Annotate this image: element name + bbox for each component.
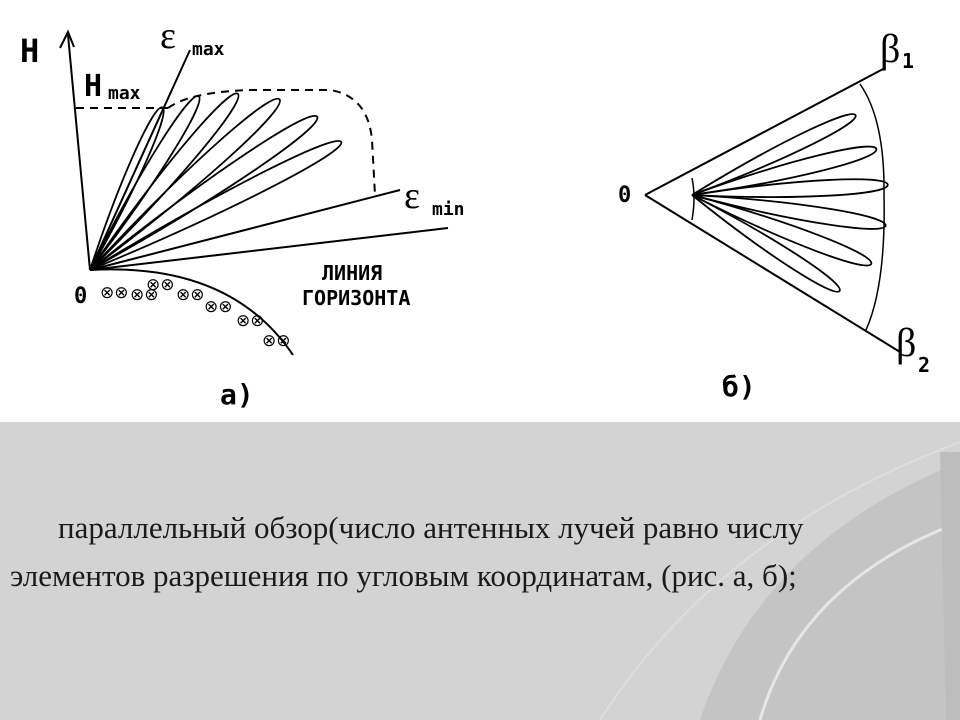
h-axis bbox=[67, 34, 91, 271]
hmax-label: H bbox=[84, 69, 102, 104]
beam-lobe-a bbox=[89, 97, 281, 271]
origin-label-b: 0 bbox=[618, 183, 631, 208]
beam-lobe-b bbox=[691, 194, 873, 267]
hatch-mark: ⊗⊗ bbox=[176, 285, 205, 305]
eps-max-line bbox=[89, 49, 191, 271]
h-axis-label: H bbox=[20, 32, 39, 70]
horizon-label-line2: ГОРИЗОНТА bbox=[302, 286, 410, 310]
beta1-sub: 1 bbox=[902, 49, 914, 73]
beam-lobe-b bbox=[691, 194, 841, 293]
beam-lobe-b bbox=[691, 145, 878, 196]
beta1-line bbox=[644, 67, 886, 196]
hatch-mark: ⊗⊗ bbox=[146, 275, 175, 295]
eps-min-line bbox=[89, 189, 401, 271]
eps-max-label: ε bbox=[160, 15, 176, 57]
horizon-label-line1: ЛИНИЯ bbox=[322, 261, 382, 285]
envelope-dashed bbox=[167, 89, 376, 196]
beam-lobe-a bbox=[89, 95, 201, 271]
eps-min-label: ε bbox=[404, 175, 420, 217]
panel-decoration bbox=[599, 441, 960, 720]
diagram-b bbox=[644, 67, 901, 353]
hatch-mark: ⊗⊗ bbox=[130, 285, 159, 305]
text-panel: параллельный обзор(число антенных лучей … bbox=[0, 422, 960, 720]
beam-lobe-a bbox=[89, 92, 240, 271]
caption-b: б) bbox=[722, 370, 756, 403]
envelope-b bbox=[859, 83, 885, 331]
beam-lobe-b bbox=[691, 194, 887, 230]
beam-lobes-b bbox=[691, 113, 889, 293]
diagram-a bbox=[59, 29, 449, 356]
beta2-label: β bbox=[896, 320, 916, 365]
beta2-line bbox=[644, 194, 901, 353]
hatch-mark: ⊗⊗ bbox=[262, 331, 291, 351]
eps-max-sub: max bbox=[192, 39, 225, 60]
caption-a: а) bbox=[220, 378, 254, 411]
figure-area: ⊗⊗⊗⊗⊗⊗⊗⊗⊗⊗⊗⊗⊗⊗ H H max ε max ε min 0 ЛИН… bbox=[20, 15, 930, 411]
earth-hatch-marks: ⊗⊗⊗⊗⊗⊗⊗⊗⊗⊗⊗⊗⊗⊗ bbox=[100, 275, 291, 351]
beam-lobe-a bbox=[89, 140, 343, 271]
hatch-mark: ⊗⊗ bbox=[100, 283, 129, 303]
earth-surface bbox=[89, 268, 294, 356]
body-text: параллельный обзор(число антенных лучей … bbox=[10, 510, 804, 593]
hmax-sub: max bbox=[108, 83, 141, 104]
h-axis-arrow bbox=[59, 29, 75, 49]
origin-label-a: 0 bbox=[74, 284, 87, 309]
hatch-mark: ⊗⊗ bbox=[204, 297, 233, 317]
eps-min-sub: min bbox=[432, 199, 465, 220]
beam-lobe-b bbox=[691, 113, 857, 196]
inner-arc-b bbox=[691, 177, 695, 221]
beta1-label: β bbox=[880, 26, 900, 71]
beam-lobe-b bbox=[691, 178, 889, 198]
beam-lobes-a bbox=[89, 92, 343, 271]
hatch-mark: ⊗⊗ bbox=[236, 311, 265, 331]
beta2-sub: 2 bbox=[918, 353, 930, 377]
horizon-line bbox=[89, 227, 449, 271]
